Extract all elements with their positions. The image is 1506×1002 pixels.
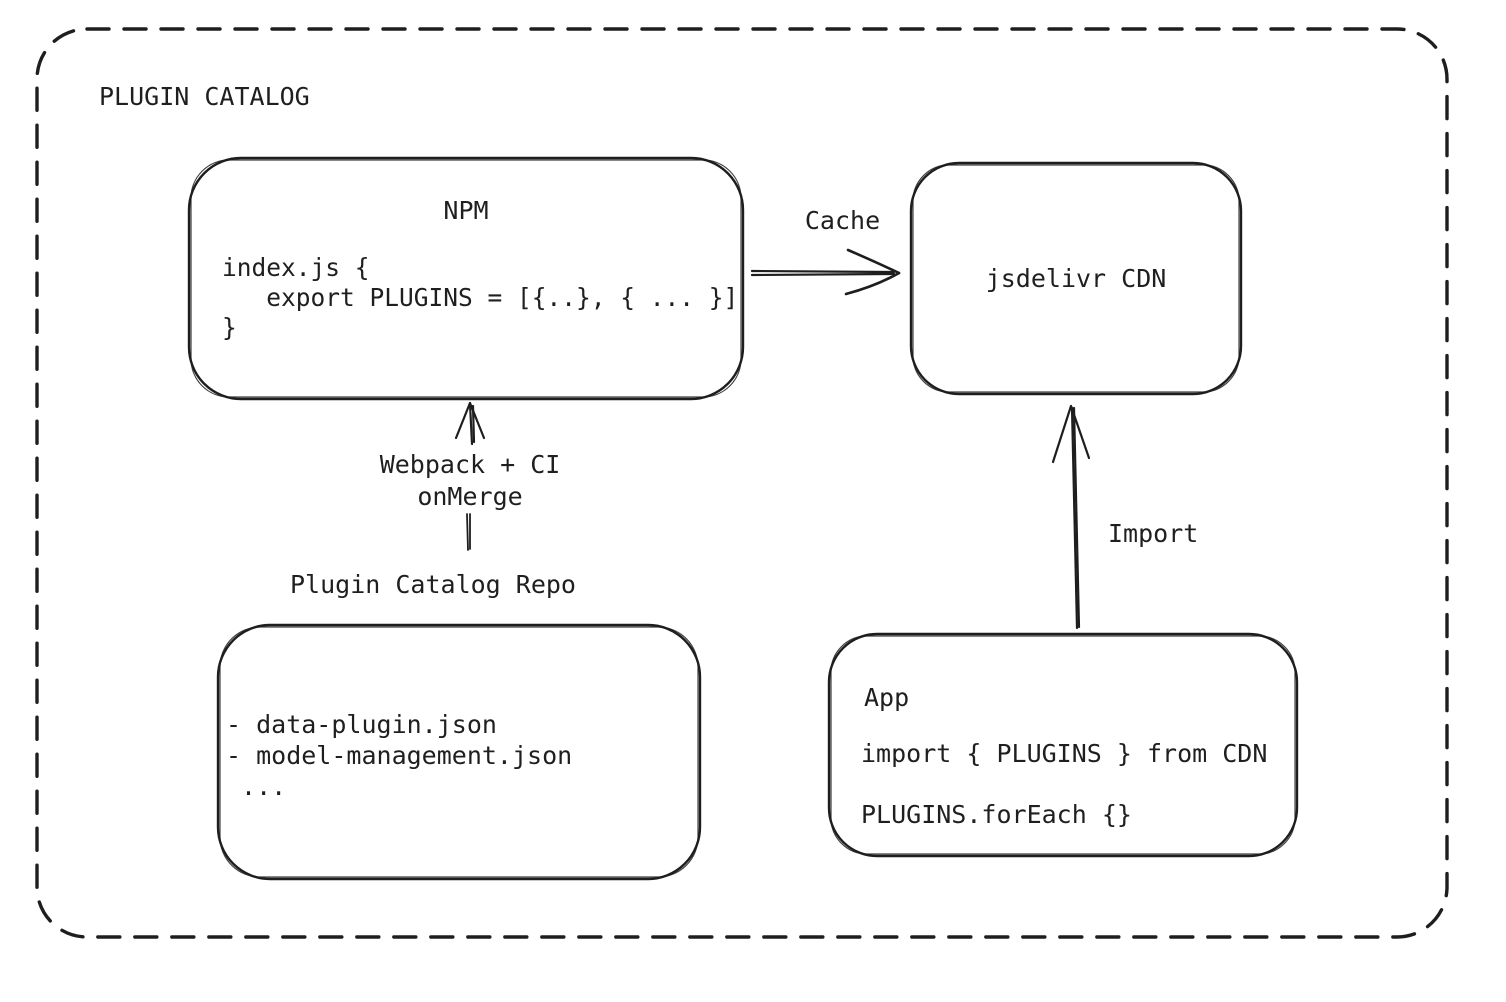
webpack-arrow-label-line1: Webpack + CI <box>379 450 561 479</box>
page-title: PLUGIN CATALOG <box>99 82 310 111</box>
app-node-import-line: import { PLUGINS } from CDN <box>861 739 1268 768</box>
cache-arrow <box>750 248 901 296</box>
app-node-foreach-line: PLUGINS.forEach {} <box>861 800 1132 829</box>
cdn-node-title: jsdelivr CDN <box>985 264 1167 293</box>
cdn-box-outline <box>909 161 1243 396</box>
cache-arrow-label: Cache <box>804 206 881 235</box>
app-box-outline <box>827 632 1299 858</box>
app-node-title: App <box>864 683 910 712</box>
repo-node-item: - data-plugin.json <box>226 710 497 739</box>
repo-npm-connector-line <box>466 513 471 551</box>
npm-node-title: NPM <box>443 196 489 225</box>
import-arrow-label: Import <box>1108 519 1199 548</box>
plugin-catalog-container-border <box>35 27 1449 939</box>
webpack-arrow <box>454 401 486 446</box>
npm-node-code: index.js { export PLUGINS = [{..}, { ...… <box>222 253 739 342</box>
repo-node-item: - model-management.json <box>226 741 573 770</box>
npm-box-outline <box>187 156 745 401</box>
repo-box-outline <box>216 623 702 881</box>
repo-node-item: ... <box>226 772 287 801</box>
import-arrow <box>1051 404 1091 630</box>
webpack-arrow-label-line2: onMerge <box>417 482 523 511</box>
repo-node-title: Plugin Catalog Repo <box>290 570 576 599</box>
